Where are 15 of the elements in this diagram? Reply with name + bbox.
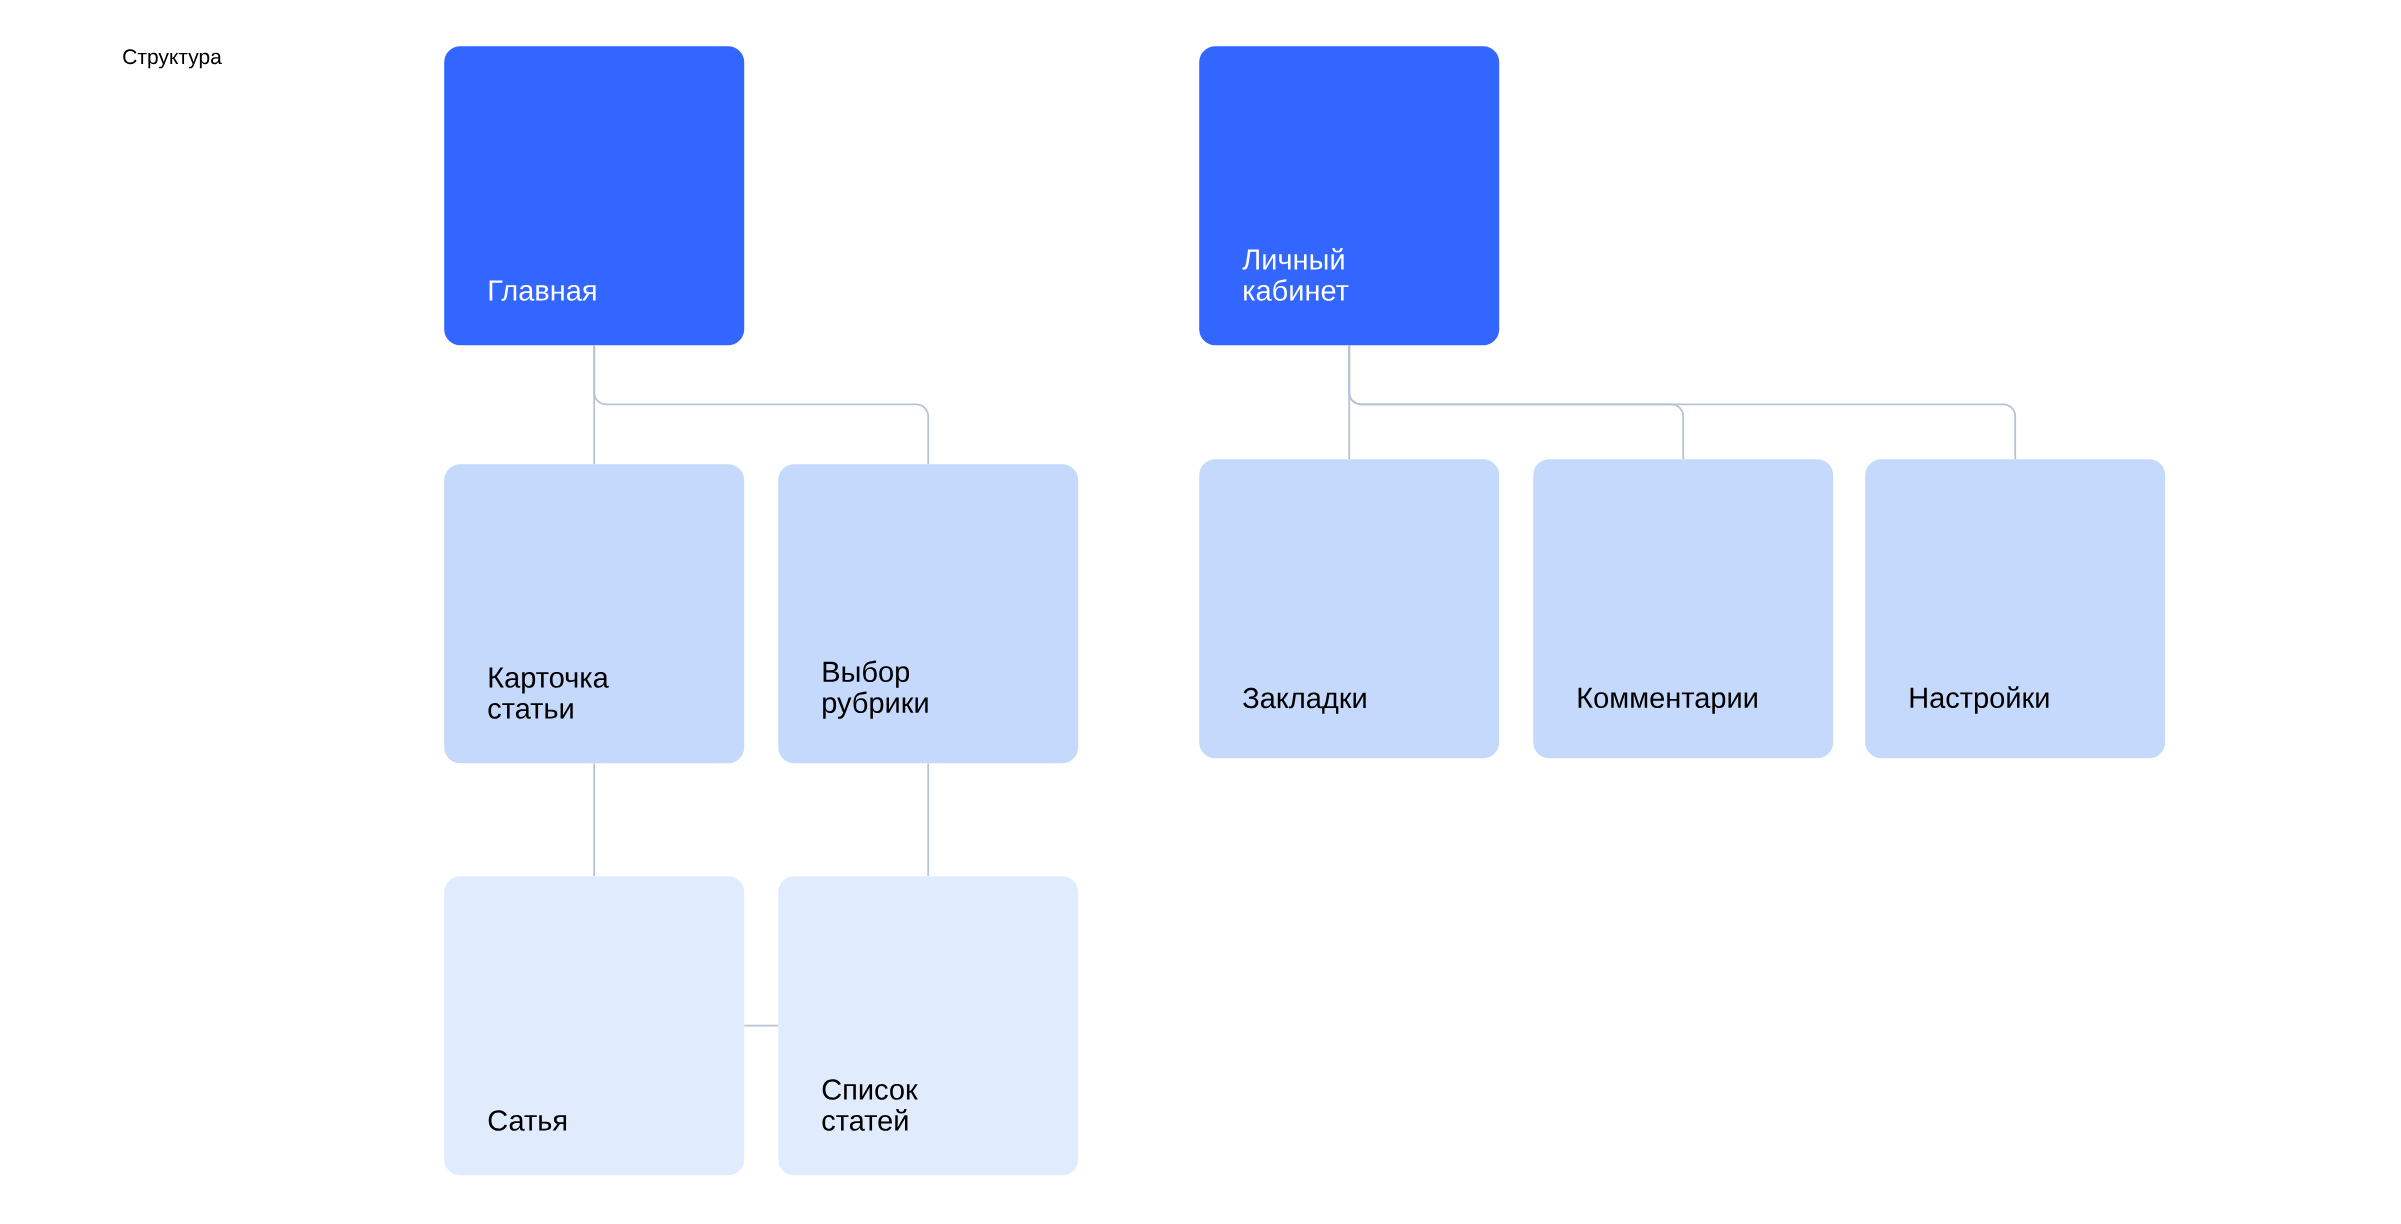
page-box: Комментарии	[1533, 459, 1834, 759]
connector-line	[593, 344, 930, 465]
page-box: Список статей	[778, 876, 1079, 1176]
connector-line	[593, 762, 596, 877]
connector-line	[927, 762, 930, 877]
connector-line	[743, 1024, 779, 1027]
connector-line	[1348, 344, 2017, 460]
page-box: Настройки	[1865, 459, 2166, 759]
heading: Структура	[123, 49, 222, 69]
page-box: Выбор рубрики	[778, 464, 1079, 764]
page-box: Сатья	[444, 876, 745, 1176]
page-box: Карточка статьи	[444, 464, 745, 764]
page-box: Главная	[444, 46, 745, 346]
page-box: Личный кабинет	[1199, 46, 1500, 346]
page-box: Закладки	[1199, 459, 1500, 759]
